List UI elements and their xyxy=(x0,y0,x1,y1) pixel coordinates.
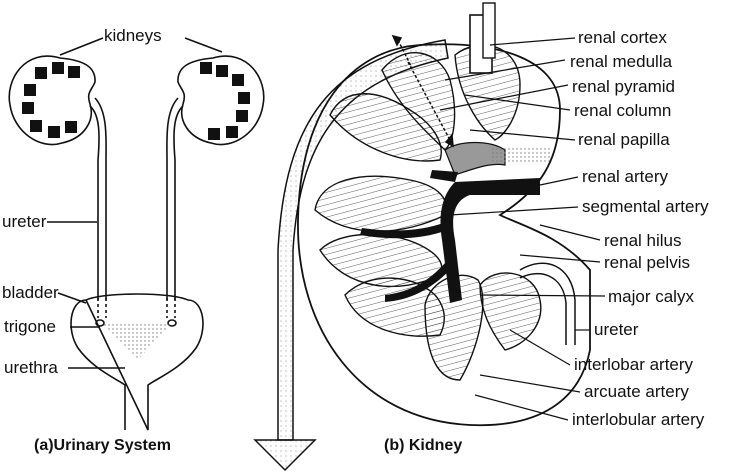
caption-urinary-system: (a)Urinary System xyxy=(34,437,171,455)
label-ureter-b: ureter xyxy=(594,320,638,340)
label-renal-column: renal column xyxy=(574,101,671,121)
label-renal-pyramid: renal pyramid xyxy=(572,77,675,97)
caption-kidney: (b) Kidney xyxy=(384,437,462,455)
label-arcuate-artery: arcuate artery xyxy=(584,382,689,402)
label-ureter-a: ureter xyxy=(2,212,46,232)
bladder xyxy=(71,294,203,430)
label-major-calyx: major calyx xyxy=(608,287,694,307)
label-kidneys: kidneys xyxy=(104,26,162,46)
label-segmental-artery: segmental artery xyxy=(582,197,709,217)
label-bladder: bladder xyxy=(2,283,59,303)
label-renal-medulla: renal medulla xyxy=(570,52,672,72)
label-renal-cortex: renal cortex xyxy=(578,28,667,48)
label-interlobular-artery: interlobular artery xyxy=(572,410,704,430)
label-interlobar-artery: interlobar artery xyxy=(574,355,693,375)
left-kidney xyxy=(9,56,95,144)
label-renal-hilus: renal hilus xyxy=(604,231,682,251)
label-urethra: urethra xyxy=(4,358,58,378)
label-renal-pelvis: renal pelvis xyxy=(604,253,690,273)
label-trigone: trigone xyxy=(4,317,56,337)
label-renal-papilla: renal papilla xyxy=(578,130,670,150)
right-kidney xyxy=(178,56,264,144)
label-renal-artery: renal artery xyxy=(582,167,668,187)
kidney-section-diagram xyxy=(298,3,605,425)
